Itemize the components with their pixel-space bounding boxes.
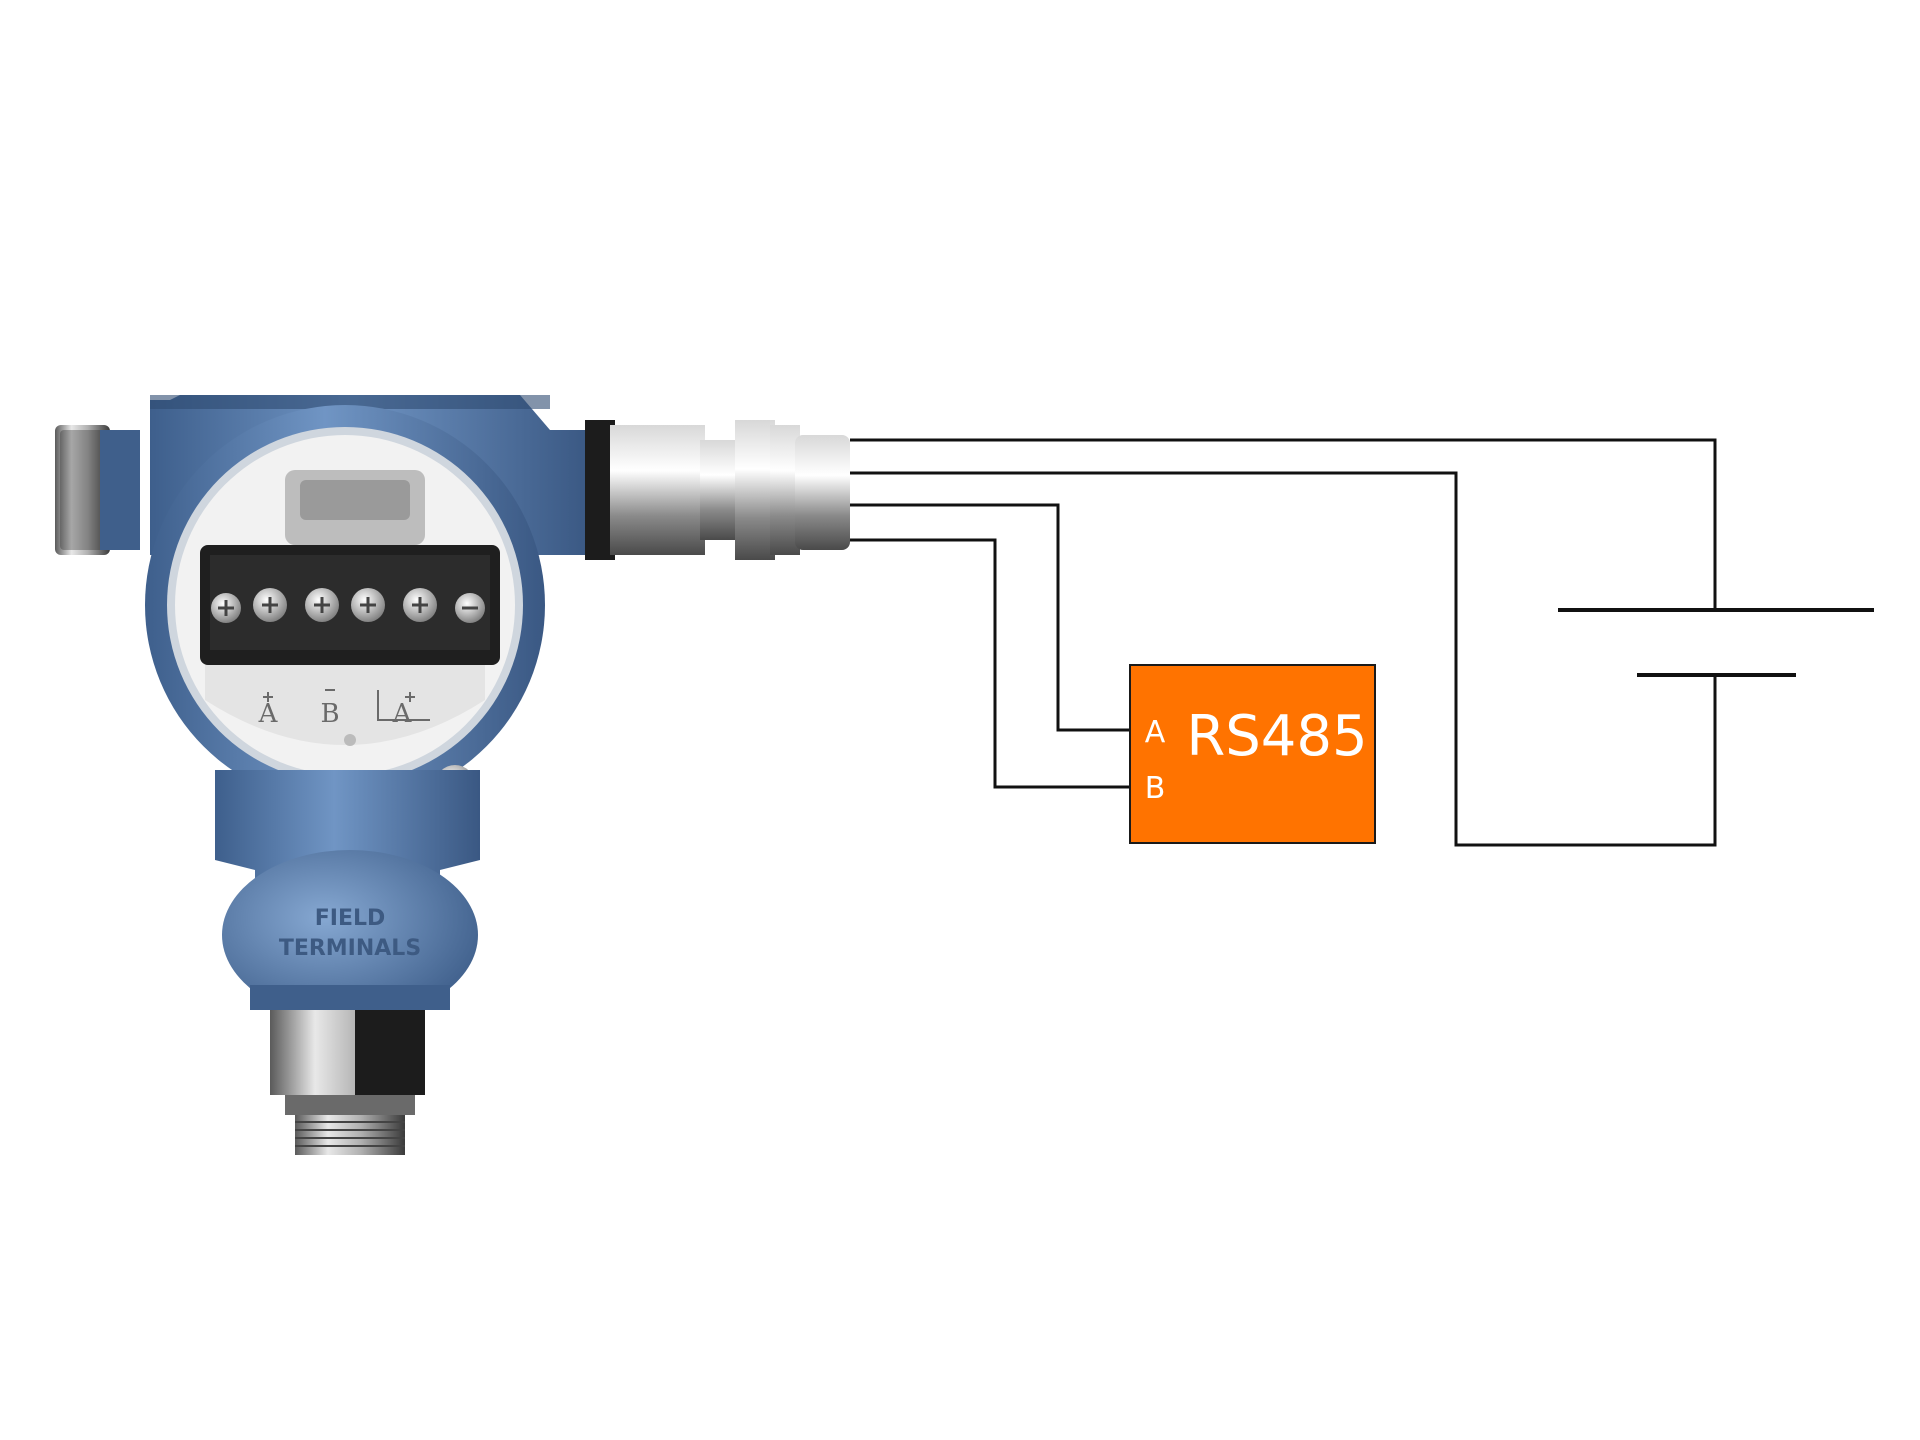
terminal-label-a: A [258, 699, 279, 729]
housing-text-terminals: TERMINALS [279, 936, 421, 961]
sensor-bulb [222, 850, 478, 1020]
housing-neck [215, 770, 480, 880]
housing-text-field: FIELD [315, 906, 386, 931]
wire-power-positive [850, 438, 1717, 610]
wiring [850, 438, 1717, 847]
terminal-screws [211, 588, 485, 623]
wire-rs485-a [850, 503, 1130, 732]
terminal-label-b: B [320, 699, 339, 729]
rs485-box [1129, 664, 1376, 844]
terminal-label-a2: A [392, 699, 413, 729]
rs485-module: RS485 A B [1129, 664, 1376, 844]
rs485-pin-a: A [1145, 715, 1166, 750]
battery-symbol [1558, 608, 1874, 690]
pressure-transmitter: A B A FIELD TERMINALS [55, 395, 850, 1155]
left-cable-gland [55, 425, 140, 555]
process-fitting [270, 1010, 425, 1155]
wire-power-negative [850, 471, 1717, 847]
right-cable-gland [585, 420, 850, 560]
wire-rs485-b [850, 538, 1130, 789]
rs485-title: RS485 [1186, 704, 1367, 769]
rs485-pin-b: B [1145, 771, 1166, 806]
terminal-block [200, 545, 500, 665]
